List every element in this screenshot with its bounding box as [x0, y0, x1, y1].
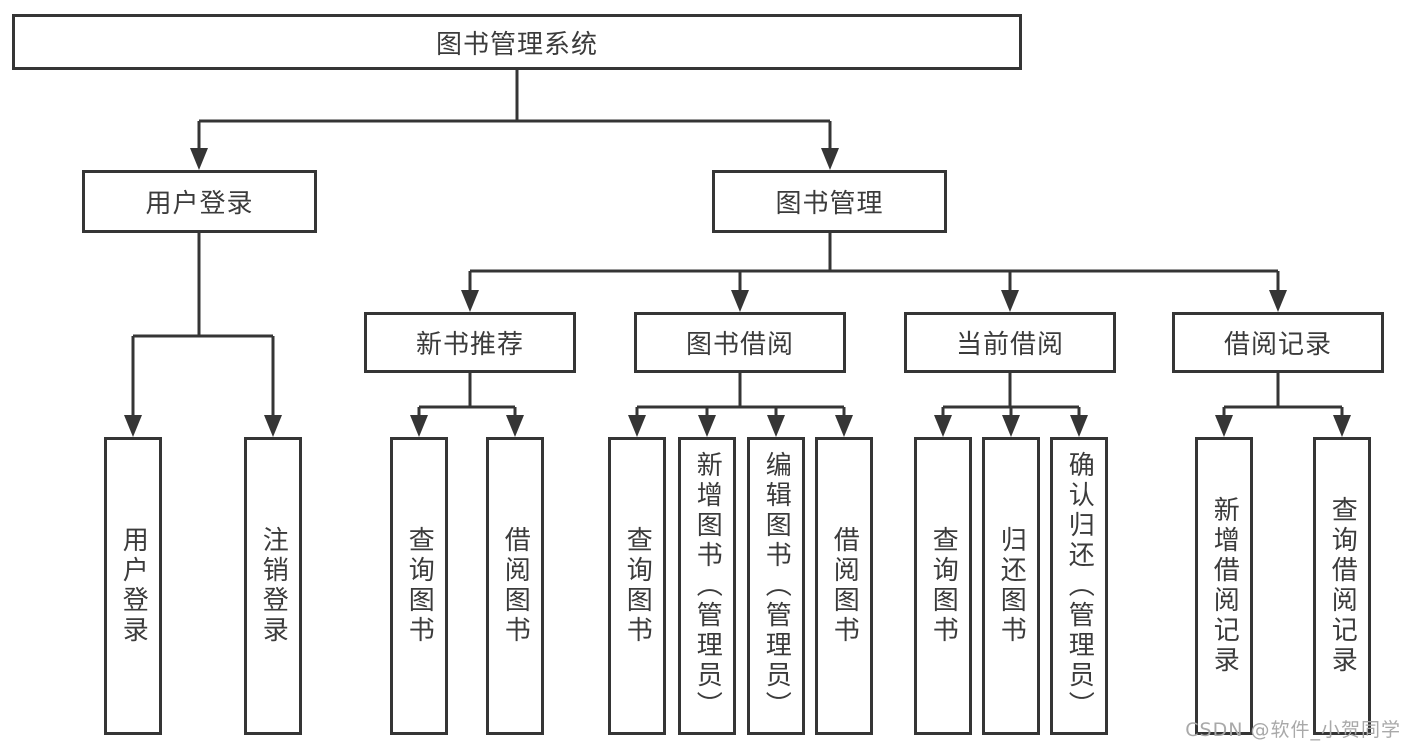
arrowhead-icon	[731, 290, 749, 312]
node-cb-return-leaf-label: 归还图书	[996, 526, 1027, 646]
node-br-add-leaf: 新增借阅记录	[1195, 437, 1253, 735]
connector-current-borrow-children	[941, 373, 1081, 419]
arrowhead-icon	[1333, 415, 1351, 437]
arrowhead-icon	[124, 415, 142, 437]
node-book-borrow-label: 图书借阅	[685, 330, 794, 360]
node-bb-search-leaf-label: 查询图书	[622, 526, 653, 646]
node-bb-add-leaf: 新增图书（管理员）	[678, 437, 736, 735]
arrowhead-icon	[835, 415, 853, 437]
node-bb-add-leaf-label: 新增图书（管理员）	[692, 451, 723, 721]
node-current-borrow: 当前借阅	[904, 312, 1116, 373]
node-current-borrow-label: 当前借阅	[955, 330, 1064, 360]
connector-book-borrow-children	[635, 373, 846, 419]
node-book-mgmt-label: 图书管理	[775, 189, 884, 219]
node-book-borrow: 图书借阅	[634, 312, 846, 373]
connector-book-mgmt-children	[468, 233, 1280, 294]
node-bb-borrow-leaf: 借阅图书	[815, 437, 873, 735]
node-rec-search-leaf-label: 查询图书	[404, 526, 435, 646]
node-user-login-leaf-label: 用户登录	[118, 526, 149, 646]
node-borrow-records-label: 借阅记录	[1223, 330, 1332, 360]
node-root: 图书管理系统	[12, 14, 1022, 70]
arrowhead-icon	[1001, 290, 1019, 312]
node-cb-confirm-leaf: 确认归还（管理员）	[1050, 437, 1108, 735]
arrowhead-icon	[506, 415, 524, 437]
arrowhead-icon	[264, 415, 282, 437]
node-logout-leaf: 注销登录	[244, 437, 302, 735]
node-user-login-leaf: 用户登录	[104, 437, 162, 735]
arrowhead-icon	[767, 415, 785, 437]
arrowhead-icon	[410, 415, 428, 437]
node-book-mgmt: 图书管理	[712, 170, 947, 233]
node-user-login: 用户登录	[82, 170, 317, 233]
node-rec-borrow-leaf: 借阅图书	[486, 437, 544, 735]
node-logout-leaf-label: 注销登录	[258, 526, 289, 646]
node-cb-return-leaf: 归还图书	[982, 437, 1040, 735]
node-bb-edit-leaf-label: 编辑图书（管理员）	[761, 451, 792, 721]
node-br-search-leaf: 查询借阅记录	[1313, 437, 1371, 735]
node-new-book-rec: 新书推荐	[364, 312, 576, 373]
node-br-search-leaf-label: 查询借阅记录	[1327, 496, 1358, 676]
arrowhead-icon	[190, 148, 208, 170]
node-user-login-label: 用户登录	[145, 189, 254, 219]
arrowhead-icon	[698, 415, 716, 437]
arrowhead-icon	[821, 148, 839, 170]
node-cb-confirm-leaf-label: 确认归还（管理员）	[1064, 451, 1095, 721]
arrowhead-layer	[124, 148, 1351, 437]
arrowhead-icon	[461, 290, 479, 312]
node-cb-search-leaf-label: 查询图书	[928, 526, 959, 646]
node-root-label: 图书管理系统	[435, 29, 598, 60]
connector-user-login-children	[131, 233, 275, 419]
node-cb-search-leaf: 查询图书	[914, 437, 972, 735]
node-bb-borrow-leaf-label: 借阅图书	[829, 526, 860, 646]
node-borrow-records: 借阅记录	[1172, 312, 1384, 373]
node-br-add-leaf-label: 新增借阅记录	[1209, 496, 1240, 676]
node-rec-search-leaf: 查询图书	[390, 437, 448, 735]
node-rec-borrow-leaf-label: 借阅图书	[500, 526, 531, 646]
arrowhead-icon	[934, 415, 952, 437]
connector-borrow-records-children	[1222, 373, 1344, 419]
node-bb-edit-leaf: 编辑图书（管理员）	[747, 437, 805, 735]
node-bb-search-leaf: 查询图书	[608, 437, 666, 735]
arrowhead-icon	[1002, 415, 1020, 437]
arrowhead-icon	[628, 415, 646, 437]
arrowhead-icon	[1215, 415, 1233, 437]
arrowhead-icon	[1070, 415, 1088, 437]
arrowhead-icon	[1269, 290, 1287, 312]
connector-root-children	[197, 70, 832, 152]
watermark: CSDN @软件_小贺同学	[1185, 719, 1401, 741]
node-new-book-rec-label: 新书推荐	[415, 330, 524, 360]
connector-new-book-rec-children	[417, 373, 517, 419]
